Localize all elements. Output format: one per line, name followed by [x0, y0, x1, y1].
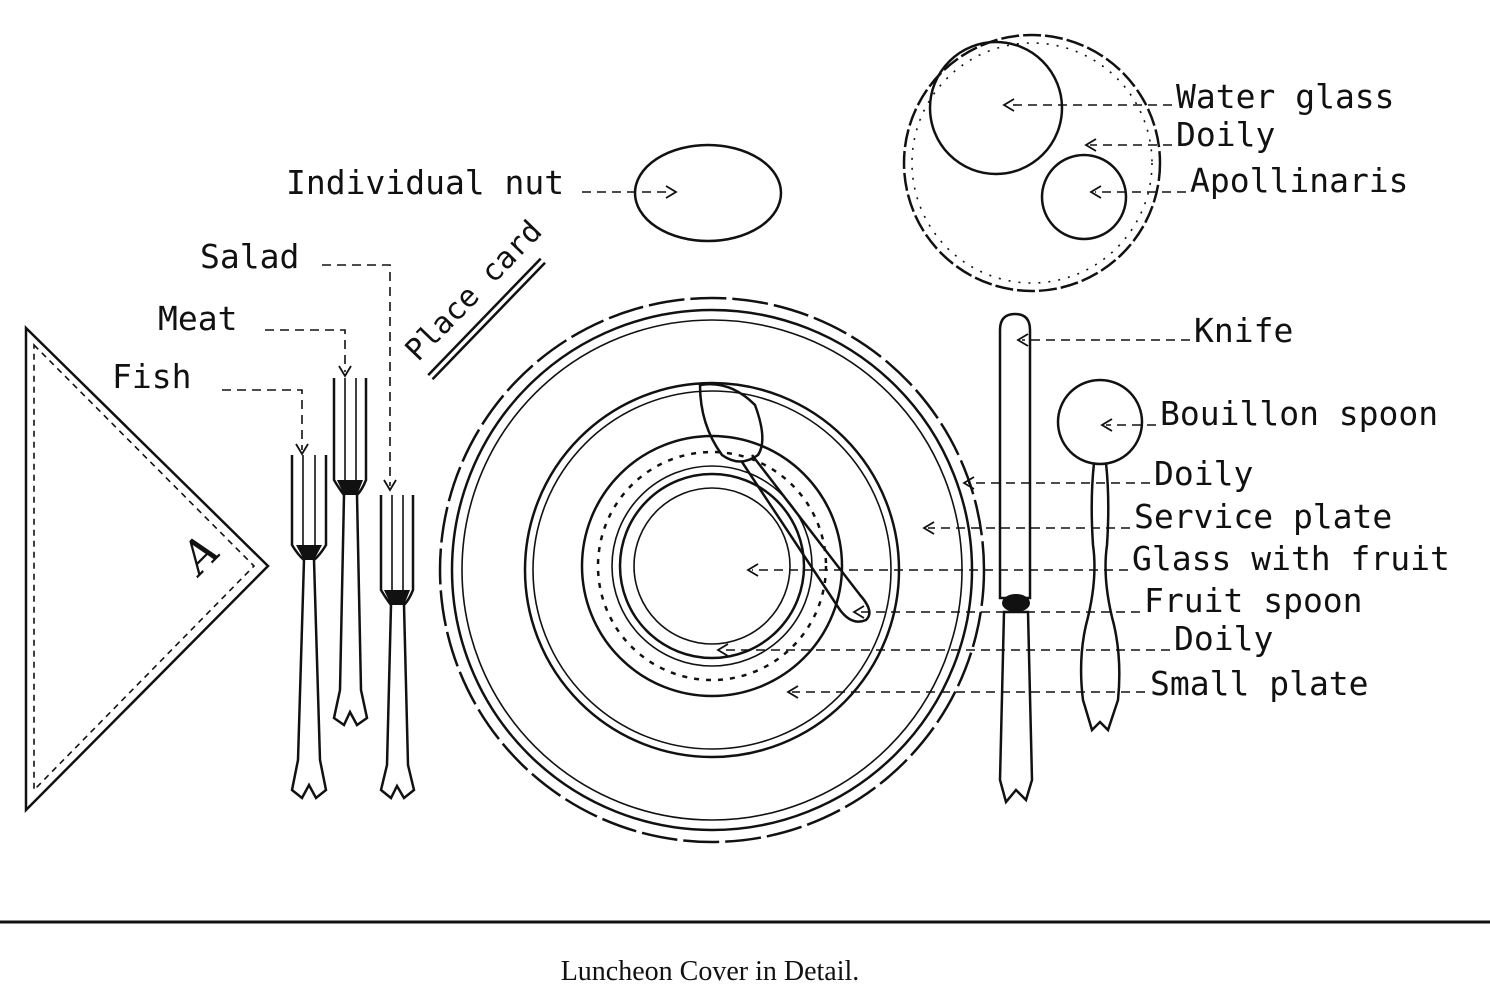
label-doily-2: Doily — [1174, 619, 1273, 658]
bouillon-spoon — [1056, 378, 1144, 733]
meat-fork — [332, 378, 369, 727]
label-small-plate: Small plate — [1150, 664, 1369, 703]
place-card: Place card — [399, 214, 550, 381]
label-place-card: Place card — [399, 214, 550, 368]
water-glass — [928, 40, 1064, 176]
label-doily-top: Doily — [1176, 115, 1275, 154]
label-fruit-spoon: Fruit spoon — [1144, 581, 1363, 620]
napkin: A — [24, 325, 270, 814]
label-glass-with-fruit: Glass with fruit — [1132, 539, 1450, 578]
salad-fork — [379, 495, 416, 800]
label-doily-1: Doily — [1154, 454, 1253, 493]
label-meat: Meat — [158, 299, 237, 338]
label-bouillon-spoon: Bouillon spoon — [1160, 394, 1438, 433]
labels: Water glass Doily Apollinaris Individual… — [112, 77, 1450, 703]
fruit-spoon — [698, 382, 871, 623]
caption: Luncheon Cover in Detail. — [561, 956, 860, 987]
label-fish: Fish — [112, 357, 191, 396]
label-salad: Salad — [200, 237, 299, 276]
label-water-glass: Water glass — [1176, 77, 1395, 116]
individual-nut-dish — [633, 143, 783, 243]
label-knife: Knife — [1194, 311, 1293, 350]
leader-lines — [222, 98, 1190, 699]
knife — [998, 312, 1034, 805]
label-apollinaris: Apollinaris — [1190, 161, 1409, 200]
glass-with-fruit — [618, 472, 806, 660]
fish-fork — [290, 455, 328, 800]
glass-doily — [902, 33, 1162, 293]
label-service-plate: Service plate — [1134, 497, 1392, 536]
label-individual-nut: Individual nut — [286, 163, 564, 202]
napkin-monogram: A — [169, 525, 230, 586]
apollinaris-glass — [1040, 153, 1128, 241]
